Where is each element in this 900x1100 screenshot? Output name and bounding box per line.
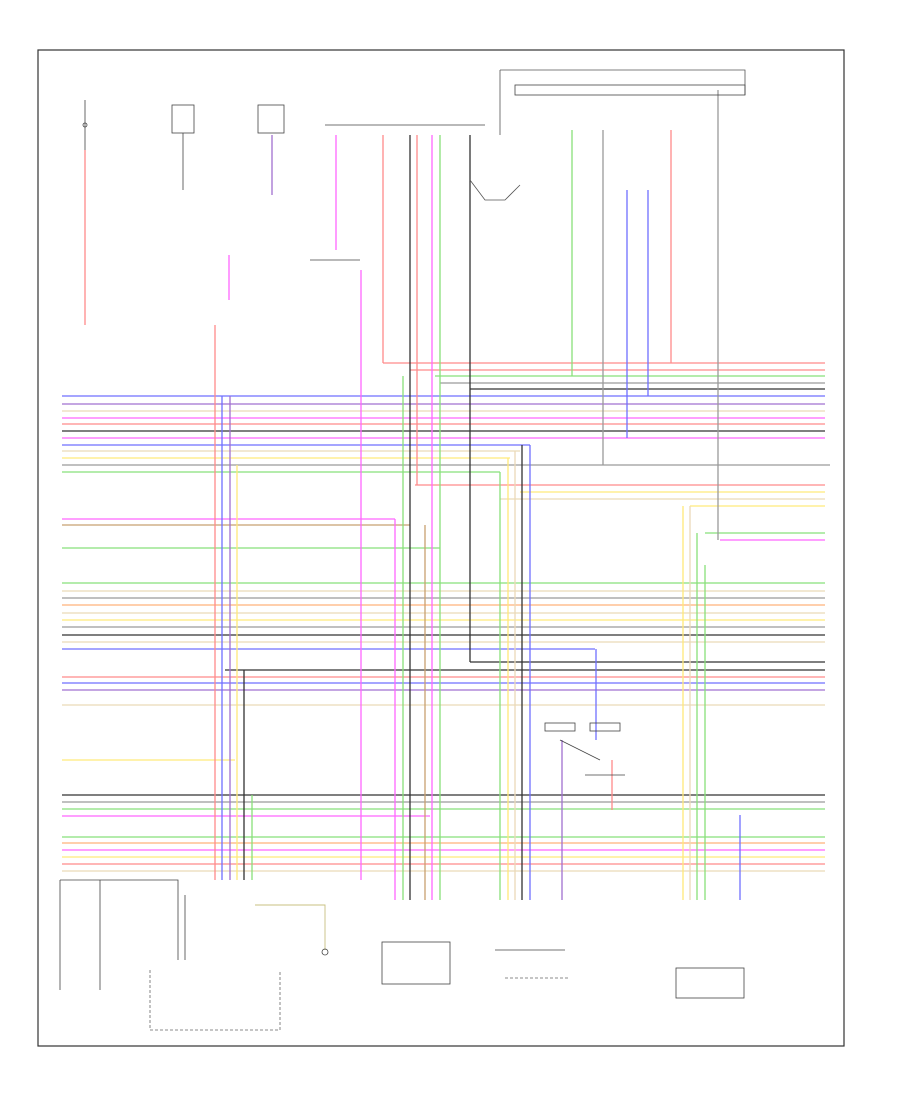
module-center	[381, 941, 451, 985]
ground-bottom	[255, 904, 329, 956]
sensor-a	[171, 104, 195, 190]
connector-top-center	[325, 124, 521, 201]
fuse-box-right	[499, 69, 746, 135]
horizontal-wire-group	[62, 362, 830, 872]
relay-cluster	[544, 722, 625, 776]
sensor-b	[257, 104, 285, 134]
ecm-bottom	[100, 879, 281, 1031]
diagram-frame	[37, 49, 845, 1047]
coolant-sensor	[59, 879, 101, 990]
module-right	[675, 967, 745, 999]
top-left-fuse	[82, 100, 88, 150]
module-right-center	[495, 949, 570, 979]
vertical-wire-group	[84, 90, 741, 900]
